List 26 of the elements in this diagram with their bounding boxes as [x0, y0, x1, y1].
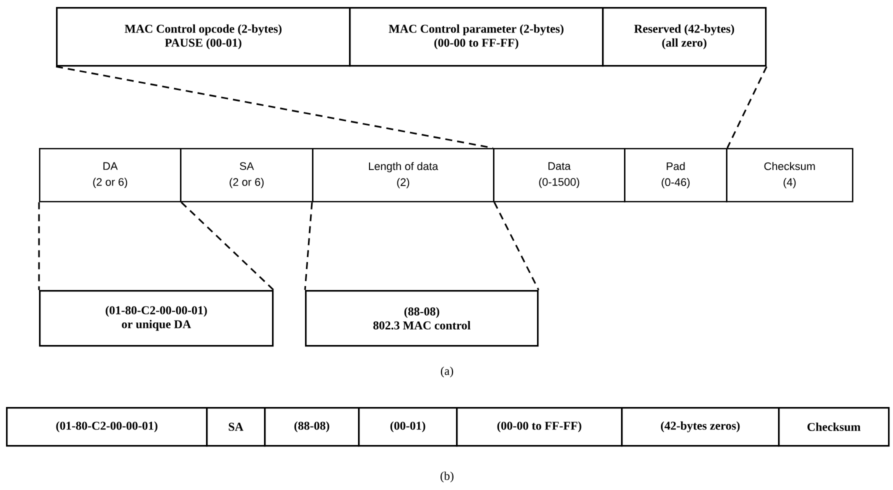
figure-caption: (a) — [440, 366, 454, 378]
frame-field-cell: (88-08) — [264, 407, 360, 447]
field-cell: MAC Control opcode (2-bytes) PAUSE (00-01) — [56, 7, 351, 67]
field-cell: MAC Control parameter (2-bytes) (00-00 to FF-FF) — [349, 7, 604, 67]
frame-field-cell: SA — [206, 407, 266, 447]
field-cell: Reserved (42-bytes) (all zero) — [602, 7, 767, 67]
frame-field-cell: SA (2 or 6) — [180, 148, 314, 202]
value-box: (01-80-C2-00-00-01) or unique DA — [39, 290, 274, 347]
frame-field-cell: (42-bytes zeros) — [621, 407, 780, 447]
frame-field-cell: (00-00 to FF-FF) — [456, 407, 623, 447]
expansion-line — [56, 66, 494, 149]
frame-field-cell: Checksum — [778, 407, 890, 447]
frame-field-cell: Length of data (2) — [312, 148, 494, 202]
frame-field-cell: Checksum (4) — [726, 148, 854, 202]
expansion-line — [726, 66, 768, 148]
expansion-line — [180, 202, 274, 291]
frame-field-cell: (00-01) — [358, 407, 458, 447]
figure-caption: (b) — [440, 472, 454, 482]
frame-field-cell: DA (2 or 6) — [39, 148, 182, 202]
expansion-line — [304, 202, 313, 290]
frame-field-cell: (01-80-C2-00-00-01) — [6, 407, 208, 447]
frame-field-cell: Data (0-1500) — [493, 148, 626, 202]
expansion-line — [38, 202, 40, 290]
value-box: (88-08) 802.3 MAC control — [305, 290, 539, 347]
frame-field-cell: Pad (0-46) — [624, 148, 728, 202]
expansion-line — [494, 202, 540, 290]
